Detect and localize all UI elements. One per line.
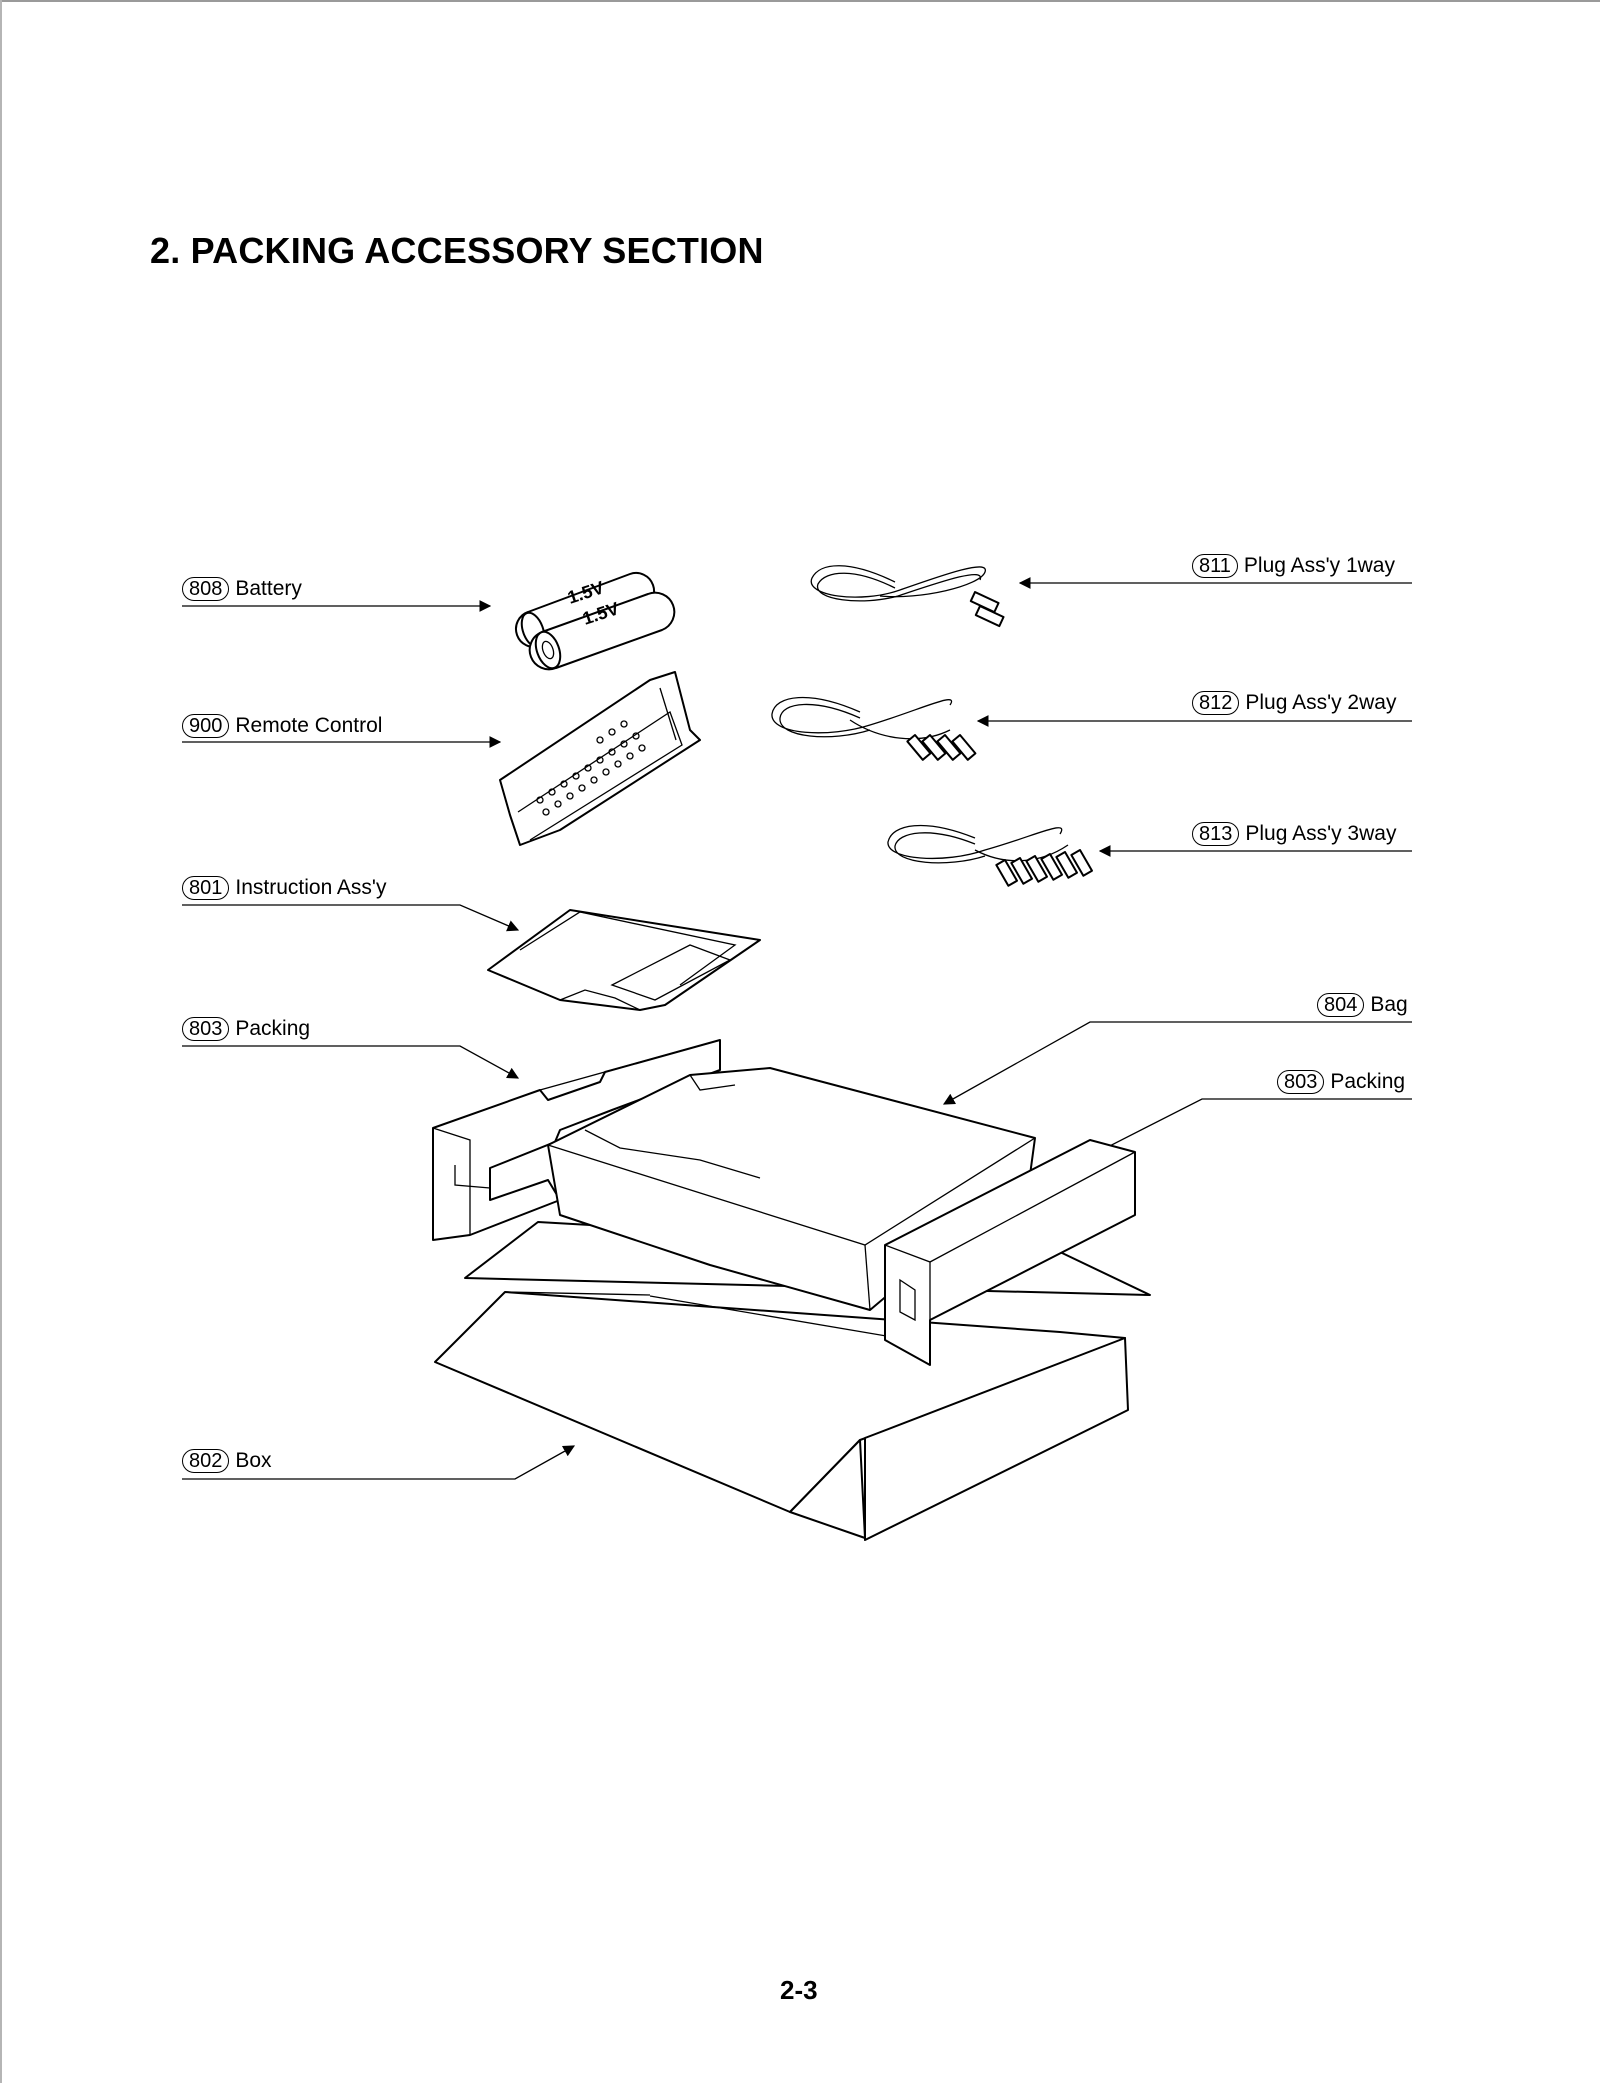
- part-label: Plug Ass'y 3way: [1245, 822, 1397, 845]
- part-number-badge: 802: [182, 1449, 230, 1473]
- part-label: Packing: [235, 1017, 311, 1040]
- part-label: Plug Ass'y 1way: [1243, 554, 1395, 577]
- packing-right-illustration: [884, 1139, 1136, 1366]
- battery-illustration: 1.5V 1.5V: [515, 571, 676, 671]
- part-number-badge: 804: [1317, 993, 1365, 1017]
- part-label: Battery: [235, 577, 302, 600]
- part-label: Plug Ass'y 2way: [1245, 691, 1397, 714]
- leader-line-instruction: [182, 904, 520, 932]
- leader-line-bag: [942, 1021, 1412, 1105]
- part-number-badge: 812: [1192, 691, 1240, 715]
- instruction-booklet-illustration: [487, 909, 761, 1011]
- part-label: Remote Control: [235, 714, 383, 737]
- page-border-top: [0, 0, 1600, 2]
- part-number-badge: 803: [1277, 1070, 1325, 1094]
- part-label: Box: [235, 1449, 272, 1472]
- part-number-badge: 813: [1192, 822, 1240, 846]
- plug-assy-2way-illustration: [771, 696, 977, 761]
- part-label: Bag: [1370, 993, 1408, 1016]
- part-number-badge: 900: [182, 714, 230, 738]
- page-title: 2. PACKING ACCESSORY SECTION: [150, 230, 764, 271]
- leader-line-box: [182, 1445, 576, 1480]
- page-border-left: [0, 0, 2, 2083]
- leader-lines: [182, 577, 1412, 1480]
- part-number-badge: 801: [182, 876, 230, 900]
- plug-assy-1way-illustration: [810, 565, 1005, 628]
- packing-left-illustration: [432, 1039, 721, 1241]
- remote-control-illustration: [499, 671, 701, 846]
- part-number-badge: 808: [182, 577, 230, 601]
- leader-line-packing-right: [1088, 1098, 1412, 1157]
- part-number-badge: 803: [182, 1017, 230, 1041]
- leader-line-packing-left: [182, 1045, 520, 1079]
- part-number-badge: 811: [1192, 554, 1238, 578]
- plug-assy-3way-illustration: [887, 824, 1093, 887]
- part-label: Packing: [1330, 1070, 1406, 1093]
- part-label: Instruction Ass'y: [235, 876, 387, 899]
- page-number: 2-3: [780, 1975, 818, 2005]
